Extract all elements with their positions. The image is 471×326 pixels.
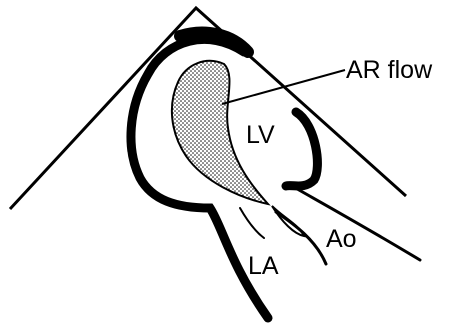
- ar-flow-leader-line: [222, 70, 345, 104]
- ao-label: Ao: [326, 225, 357, 253]
- la-label: LA: [248, 252, 279, 280]
- mitral-valve-leaflet: [240, 208, 264, 238]
- lv-label: LV: [246, 121, 275, 149]
- aortic-wall-upper: [276, 212, 326, 264]
- ar-flow-label: AR flow: [346, 56, 433, 84]
- septum-wall: [286, 112, 317, 186]
